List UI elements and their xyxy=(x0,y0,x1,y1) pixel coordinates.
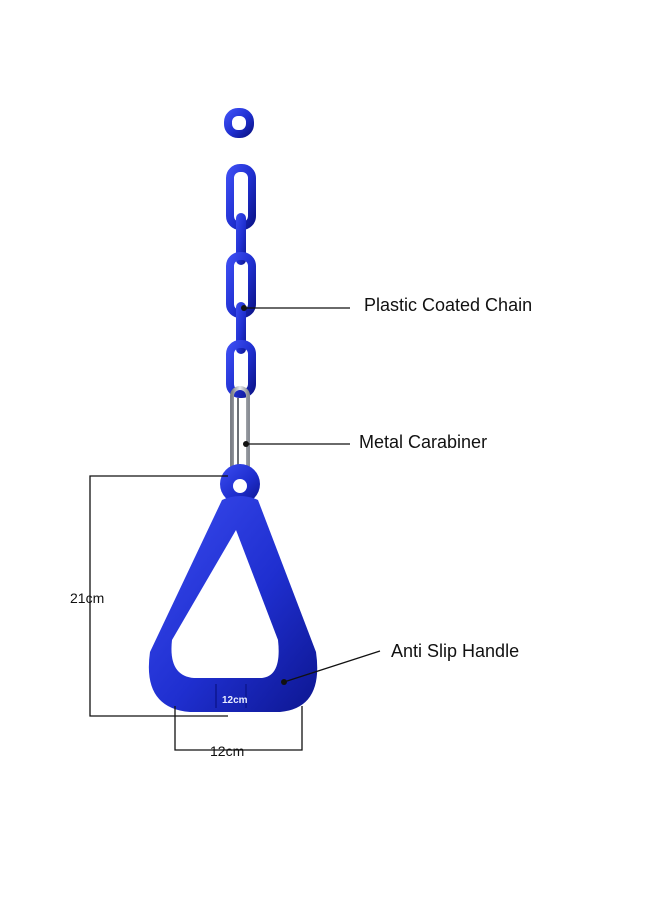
dimension-lines xyxy=(89,475,303,751)
height-dimension-bracket xyxy=(89,475,228,717)
chain-link xyxy=(236,213,246,265)
chain-callout-label: Plastic Coated Chain xyxy=(364,295,533,315)
carabiner-leader-dot xyxy=(243,441,249,447)
plastic-chain xyxy=(224,108,256,398)
carabiner-callout-label: Metal Carabiner xyxy=(359,432,488,452)
handle-leader-line xyxy=(283,650,381,683)
handle-callout-label: Anti Slip Handle xyxy=(391,641,520,661)
handle-leader-dot xyxy=(281,679,287,685)
embossed-size-label: 12cm xyxy=(222,695,248,706)
height-dimension-label: 21cm xyxy=(70,590,105,606)
metal-carabiner xyxy=(230,386,250,476)
chain-leader-dot xyxy=(241,305,247,311)
triangle-handle xyxy=(148,464,318,712)
width-dimension-bracket xyxy=(174,706,303,751)
chain-link xyxy=(226,340,256,398)
chain-link xyxy=(224,108,254,138)
width-dimension-label: 12cm xyxy=(210,743,245,759)
callout-lines xyxy=(241,305,381,685)
